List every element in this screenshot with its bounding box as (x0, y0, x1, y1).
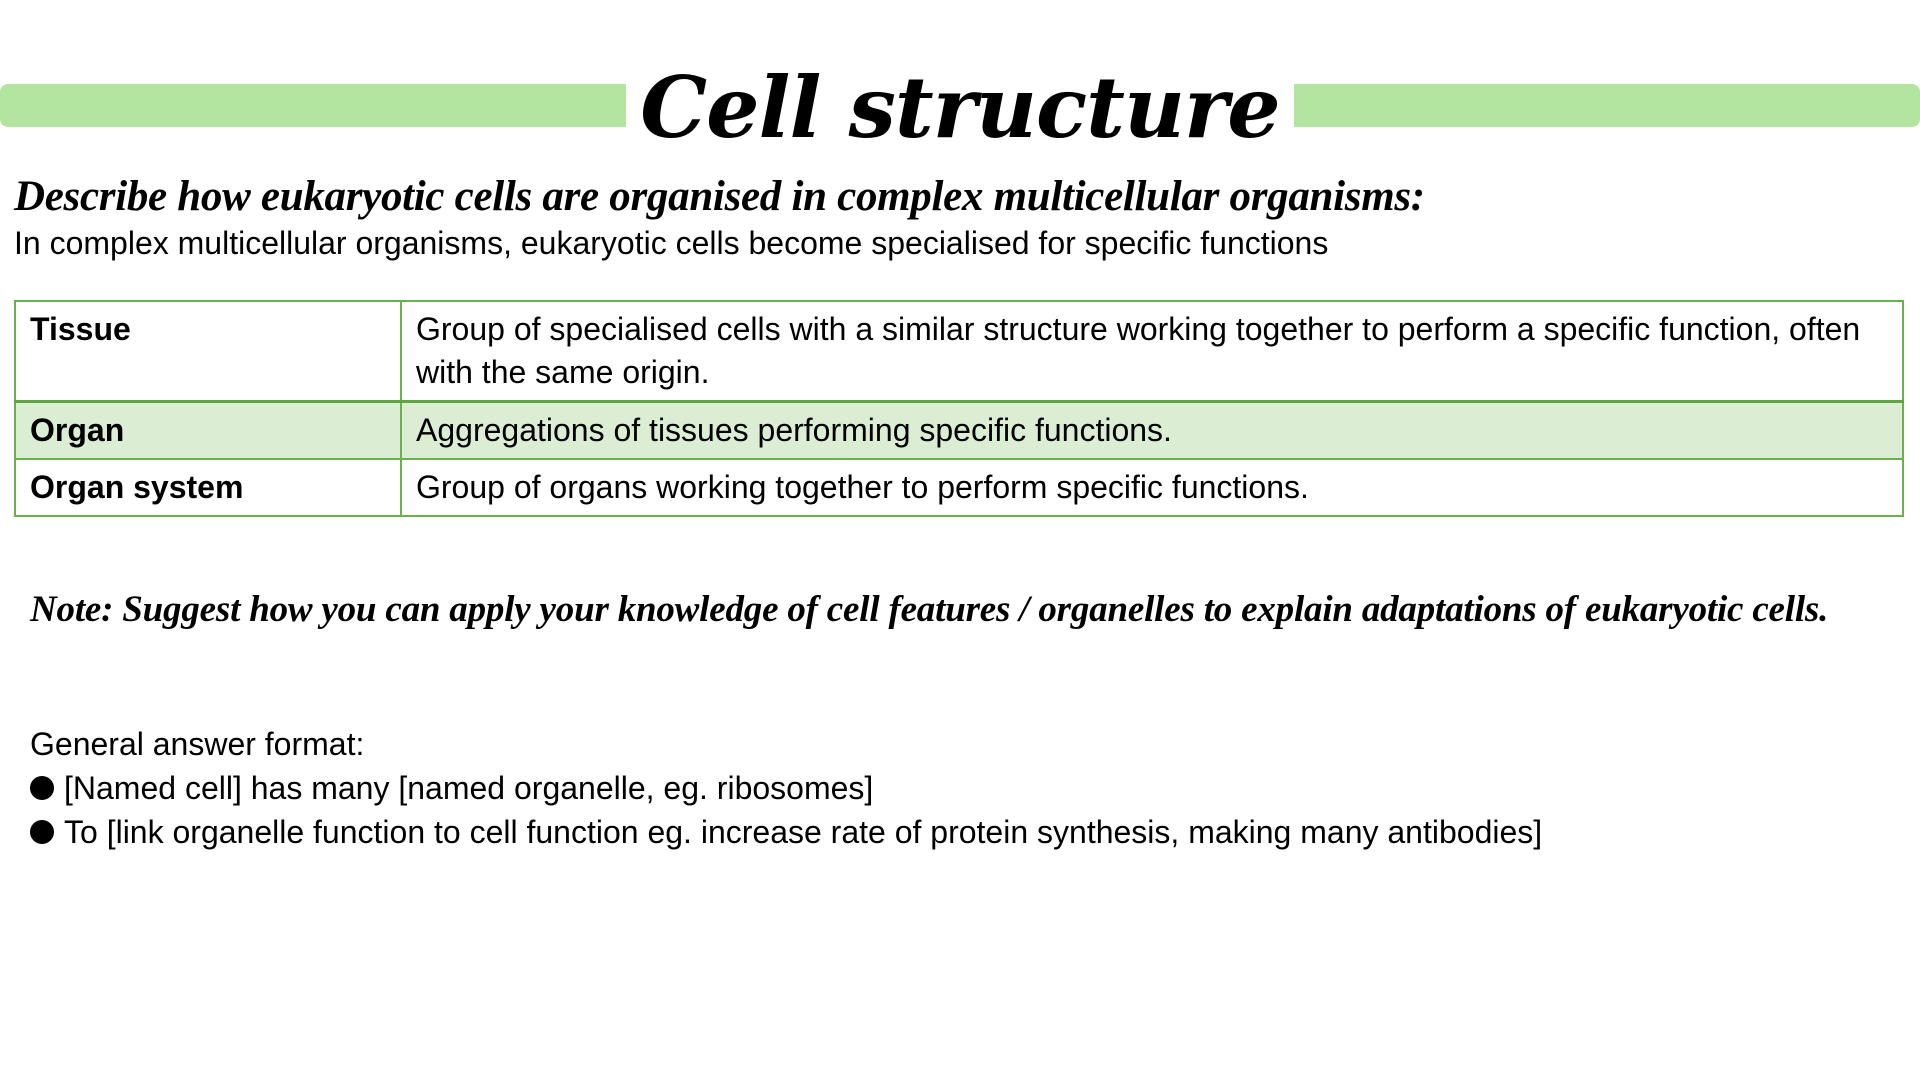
table-row: Organ Aggregations of tissues performing… (14, 400, 1904, 460)
table-row: Tissue Group of specialised cells with a… (14, 300, 1904, 403)
table-row: Organ system Group of organs working tog… (14, 458, 1904, 517)
answer-format-label: General answer format: (30, 726, 365, 762)
bullet-text: [Named cell] has many [named organelle, … (64, 770, 874, 806)
bullet-icon (30, 820, 54, 844)
section-heading: Describe how eukaryotic cells are organi… (14, 173, 1425, 220)
definitions-table: Tissue Group of specialised cells with a… (14, 300, 1904, 517)
term-cell: Tissue (14, 300, 402, 403)
section-subtitle: In complex multicellular organisms, euka… (14, 225, 1329, 261)
term-cell: Organ system (14, 458, 402, 517)
definition-cell: Group of organs working together to perf… (400, 458, 1904, 517)
list-item: To [link organelle function to cell func… (30, 810, 1542, 854)
note-text: Note: Suggest how you can apply your kno… (30, 589, 1829, 630)
slide-title-text: Cell structure (626, 58, 1294, 157)
term-cell: Organ (14, 400, 402, 460)
title-accent-bar-right (1240, 84, 1920, 127)
definition-cell: Group of specialised cells with a simila… (400, 300, 1904, 403)
title-accent-bar-left (0, 84, 678, 127)
definition-cell: Aggregations of tissues performing speci… (400, 400, 1904, 460)
answer-format: General answer format: [Named cell] has … (30, 722, 1542, 854)
slide-title: Cell structure (0, 58, 1920, 158)
bullet-icon (30, 776, 54, 800)
bullet-text: To [link organelle function to cell func… (64, 814, 1543, 850)
list-item: [Named cell] has many [named organelle, … (30, 766, 1542, 810)
